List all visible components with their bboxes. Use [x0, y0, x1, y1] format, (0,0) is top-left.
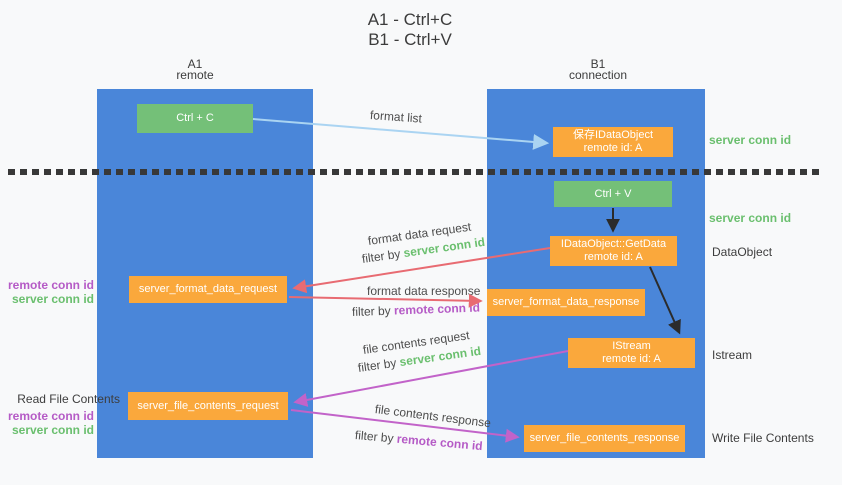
label-istream: Istream: [712, 348, 753, 362]
flow-label-format-data-response: format data response: [367, 284, 481, 298]
node-server-file-contents-response-label: server_file_contents_response: [529, 432, 680, 444]
node-getdata-line2: remote id: A: [584, 251, 643, 263]
node-server-file-contents-response: server_file_contents_response: [524, 425, 685, 452]
flow-label-file-contents-response: file contents response: [374, 402, 492, 431]
label-dataobject: DataObject: [712, 245, 773, 259]
label-remote-conn-id-2: remote conn id: [7, 409, 94, 423]
node-ctrl-c: Ctrl + C: [137, 104, 253, 133]
filter-remote-conn-id: remote conn id: [393, 300, 481, 318]
node-server-file-contents-request-label: server_file_contents_request: [137, 399, 279, 412]
filter-by-prefix: filter by: [351, 303, 395, 319]
node-ctrl-c-label: Ctrl + C: [176, 112, 214, 124]
label-read-file-contents: Read File Contents: [17, 392, 120, 406]
flow-label-format-list: format list: [369, 108, 423, 126]
node-server-format-data-response: server_format_data_response: [487, 289, 645, 316]
filter-by-prefix: filter by: [361, 246, 405, 266]
label-server-conn-id-mid: server conn id: [709, 211, 792, 225]
diagram-title: A1 - Ctrl+C B1 - Ctrl+V: [300, 10, 520, 50]
node-ctrl-v: Ctrl + V: [554, 181, 672, 207]
title-line-2: B1 - Ctrl+V: [368, 30, 452, 49]
left-conn-id-group-1: remote conn id server conn id: [0, 278, 94, 306]
node-save-dataobject-line2: remote id: A: [583, 142, 643, 154]
node-getdata-line1: IDataObject::GetData: [560, 238, 667, 250]
node-server-format-data-request: server_format_data_request: [129, 276, 287, 303]
left-conn-id-group-2: remote conn id server conn id: [0, 409, 94, 437]
lane-b1-name: B1: [590, 57, 606, 71]
node-istream-line2: remote id: A: [602, 353, 661, 365]
lane-a1-header: A1 remote: [125, 57, 265, 82]
label-server-conn-id-top: server conn id: [709, 133, 792, 147]
label-server-conn-id-2: server conn id: [11, 423, 94, 437]
node-istream: IStream remote id: A: [568, 338, 695, 368]
flow-label-file-contents-response-filter: filter by remote conn id: [354, 428, 483, 453]
filter-by-prefix: filter by: [354, 428, 398, 446]
boundary-dashed-line: [8, 169, 824, 175]
node-server-format-data-request-label: server_format_data_request: [138, 283, 278, 295]
node-istream-line1: IStream: [612, 340, 651, 352]
lane-b1-header: B1 connection: [528, 57, 668, 82]
lane-b1-subtitle: connection: [568, 68, 628, 82]
node-server-file-contents-request: server_file_contents_request: [128, 392, 288, 420]
flow-label-format-data-response-filter: filter by remote conn id: [352, 301, 480, 319]
label-remote-conn-id-1: remote conn id: [7, 278, 94, 292]
lane-a1-name: A1: [187, 57, 203, 71]
label-server-conn-id-1: server conn id: [11, 292, 94, 306]
node-ctrl-v-label: Ctrl + V: [594, 187, 632, 200]
node-save-dataobject-line1: 保存IDataObject: [572, 129, 654, 141]
node-save-dataobject: 保存IDataObject remote id: A: [553, 127, 673, 157]
node-getdata: IDataObject::GetData remote id: A: [550, 236, 677, 266]
node-server-format-data-response-label: server_format_data_response: [492, 296, 640, 308]
filter-by-prefix: filter by: [357, 355, 401, 375]
label-write-file-contents: Write File Contents: [712, 431, 814, 445]
title-line-1: A1 - Ctrl+C: [367, 10, 453, 29]
filter-remote-conn-id: remote conn id: [396, 431, 484, 454]
lane-a1-subtitle: remote: [176, 68, 214, 82]
